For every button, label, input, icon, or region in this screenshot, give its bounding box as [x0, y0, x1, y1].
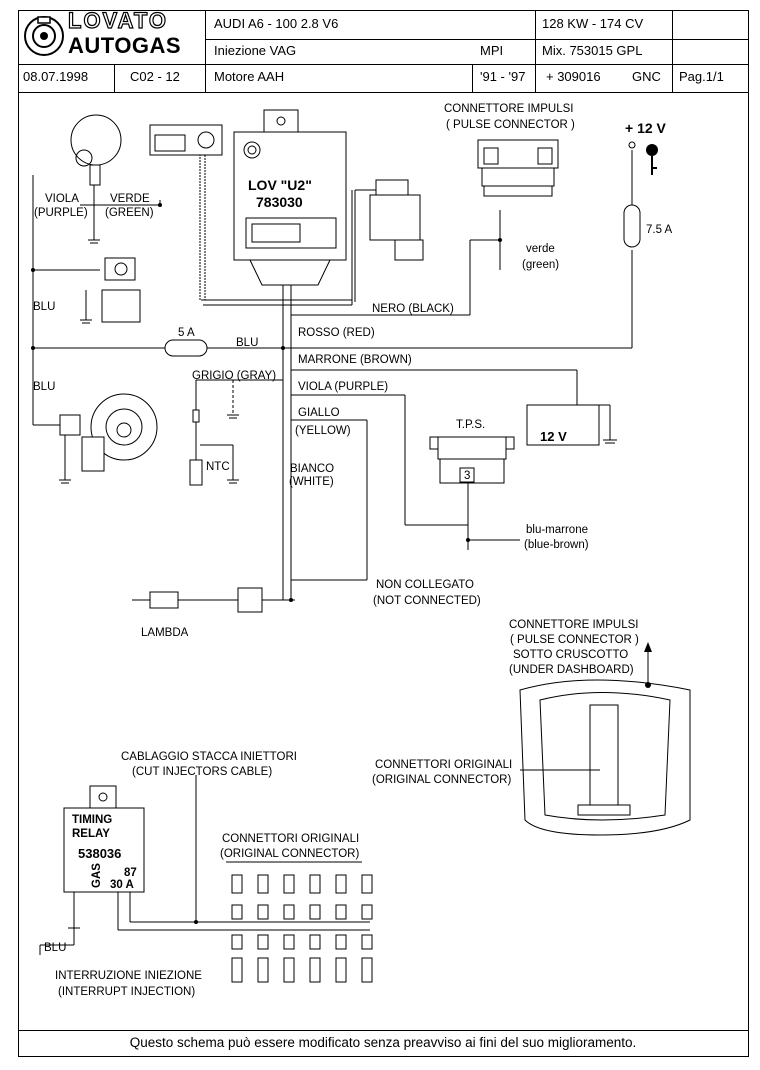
label-ntc: NTC: [206, 461, 230, 473]
label-giallo: GIALLO: [298, 407, 340, 419]
label-white: (WHITE): [289, 476, 334, 488]
label-battery: 12 V: [540, 429, 567, 444]
label-not-connected: (NOT CONNECTED): [373, 595, 481, 607]
label-nero: NERO (BLACK): [372, 303, 454, 315]
label-cut-en: (CUT INJECTORS CABLE): [132, 766, 272, 778]
label-blu-center: BLU: [236, 337, 258, 349]
label-bianco: BIANCO: [290, 463, 334, 475]
lovato-logo: [24, 16, 64, 56]
kit-code: + 309016: [546, 69, 601, 84]
label-blu-bottom: BLU: [44, 942, 66, 954]
ecu-code: 783030: [256, 194, 303, 210]
label-tps-pin: 3: [464, 470, 470, 482]
label-grigio: GRIGIO (GRAY): [192, 370, 276, 382]
injection-type: MPI: [480, 43, 504, 58]
footer-note: Questo schema può essere modificato senz…: [129, 1035, 637, 1050]
label-orig-en: (ORIGINAL CONNECTOR): [372, 774, 511, 786]
label-fuse-5a: 5 A: [178, 327, 195, 339]
label-relay-code: 538036: [78, 846, 121, 861]
label-plus-12v: + 12 V: [625, 120, 667, 136]
fuel-type: GNC: [632, 69, 661, 84]
label-under: (UNDER DASHBOARD): [509, 664, 634, 676]
label-orig2-it: CONNETTORI ORIGINALI: [222, 833, 359, 845]
label-purple: (PURPLE): [34, 207, 88, 219]
document-date: 08.07.1998: [23, 69, 89, 84]
label-pulse2-it: CONNETTORE IMPULSI: [509, 619, 639, 631]
label-non-collegato: NON COLLEGATO: [376, 579, 474, 591]
mixer-code: Mix. 753015 GPL: [542, 43, 643, 58]
label-relay: RELAY: [72, 828, 110, 840]
label-yellow: (YELLOW): [295, 425, 351, 437]
injection-system: Iniezione VAG: [214, 43, 297, 58]
label-lambda: LAMBDA: [141, 627, 189, 639]
label-gas: GAS: [91, 863, 103, 888]
label-marrone: MARRONE (BROWN): [298, 354, 412, 366]
label-blu-2: BLU: [33, 381, 55, 393]
brand-bottom: AUTOGAS: [68, 33, 182, 58]
junction-dots: [31, 203, 652, 924]
label-tps: T.P.S.: [456, 419, 485, 431]
label-pulse-connector: CONNETTORE IMPULSI: [444, 103, 574, 115]
label-viola-purple: VIOLA (PURPLE): [298, 381, 388, 393]
label-timing: TIMING: [72, 814, 112, 826]
engine-power: 128 KW - 174 CV: [542, 16, 644, 31]
title-block: LOVATO AUTOGAS AUDI A6 - 100 2.8 V6 128 …: [18, 7, 748, 92]
ground-symbols: [59, 239, 617, 929]
vehicle-model: AUDI A6 - 100 2.8 V6: [214, 16, 339, 31]
label-pin-87: 87: [124, 867, 137, 879]
brand-top: LOVATO: [67, 7, 168, 33]
label-pulse-connector-en: ( PULSE CONNECTOR ): [446, 119, 575, 131]
label-green-small: (green): [522, 259, 559, 271]
key-icon: [646, 144, 658, 175]
label-blu-marrone: blu-marrone: [526, 524, 588, 536]
label-green: (GREEN): [105, 207, 154, 219]
label-cut-it: CABLAGGIO STACCA INIETTORI: [121, 751, 297, 763]
engine-code: Motore AAH: [214, 69, 285, 84]
label-verde: VERDE: [110, 193, 150, 205]
label-pin-30a: 30 A: [110, 879, 134, 891]
model-years: '91 - '97: [480, 69, 526, 84]
label-pulse2-en: ( PULSE CONNECTOR ): [510, 634, 639, 646]
label-viola: VIOLA: [45, 193, 79, 205]
document-code: C02 - 12: [130, 69, 180, 84]
ecu-name: LOV "U2": [248, 177, 312, 193]
label-orig-it: CONNETTORI ORIGINALI: [375, 759, 512, 771]
injector-columns: [231, 874, 373, 983]
label-sotto: SOTTO CRUSCOTTO: [513, 649, 628, 661]
label-interr-en: (INTERRUPT INJECTION): [58, 986, 195, 998]
label-verde-small: verde: [526, 243, 555, 255]
label-interr-it: INTERRUZIONE INIEZIONE: [55, 970, 202, 982]
label-fuse-7-5a: 7.5 A: [646, 224, 673, 236]
label-blue-brown: (blue-brown): [524, 539, 589, 551]
label-rosso: ROSSO (RED): [298, 327, 375, 339]
label-orig2-en: (ORIGINAL CONNECTOR): [220, 848, 359, 860]
page-number: Pag.1/1: [679, 69, 724, 84]
label-blu-1: BLU: [33, 301, 55, 313]
